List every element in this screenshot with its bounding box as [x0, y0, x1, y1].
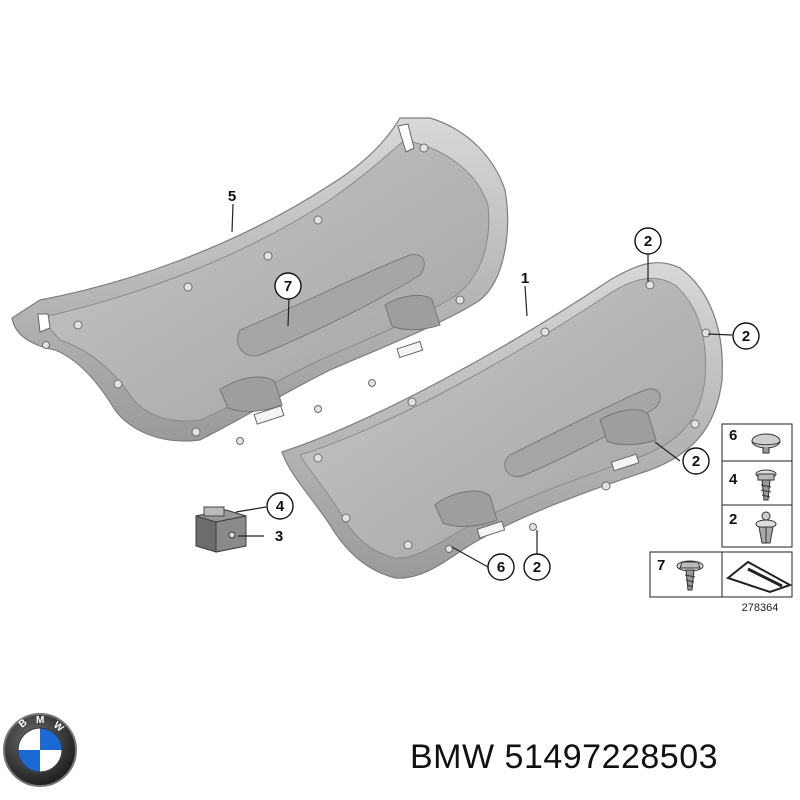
expanding-rivet-icon [755, 511, 777, 544]
svg-text:2: 2 [742, 328, 750, 345]
svg-text:2: 2 [533, 559, 541, 576]
callout-clip-a: 4 [266, 492, 294, 520]
callout-mid-right: 2 [732, 322, 760, 350]
callout-clip-b: 3 [275, 528, 283, 545]
svg-text:4: 4 [729, 471, 738, 488]
svg-text:2: 2 [729, 511, 737, 528]
seal-tape-icon [725, 560, 793, 594]
legend-item-6: 6 [729, 427, 781, 454]
svg-text:3: 3 [275, 528, 283, 545]
callout-tr-b: 2 [682, 447, 710, 475]
push-rivet-icon [751, 433, 781, 454]
bmw-logo-icon: B M W [3, 713, 77, 787]
callout-trim-upper: 5 [228, 188, 236, 205]
svg-text:2: 2 [692, 453, 700, 470]
trim-panel-upper [11, 117, 509, 445]
svg-text:M: M [36, 715, 44, 726]
svg-text:4: 4 [276, 498, 285, 515]
screw-with-cap-icon [755, 469, 777, 501]
callout-bottom-b: 2 [523, 553, 551, 581]
svg-text:5: 5 [228, 188, 236, 205]
hex-screw-icon [676, 560, 704, 591]
svg-text:7: 7 [284, 278, 292, 295]
leader-lines [231, 203, 733, 568]
callout-handle: 7 [274, 272, 302, 300]
figure-number: 278364 [742, 602, 779, 614]
clip-part [195, 506, 247, 553]
callout-trim-lower: 1 [521, 270, 529, 287]
svg-text:7: 7 [657, 557, 665, 574]
svg-text:6: 6 [497, 559, 505, 576]
callout-tr-a: 2 [634, 227, 662, 255]
fastener-legend: 6 4 2 7 [649, 423, 793, 614]
svg-text:1: 1 [521, 270, 529, 287]
legend-item-4: 4 [729, 469, 777, 501]
part-number-caption: BMW 51497228503 [410, 738, 719, 776]
trim-panel-lower [281, 262, 723, 579]
legend-item-2: 2 [729, 511, 777, 544]
callout-bottom-a: 6 [487, 553, 515, 581]
svg-text:2: 2 [644, 233, 652, 250]
legend-item-7: 7 [657, 557, 704, 591]
svg-text:6: 6 [729, 427, 737, 444]
